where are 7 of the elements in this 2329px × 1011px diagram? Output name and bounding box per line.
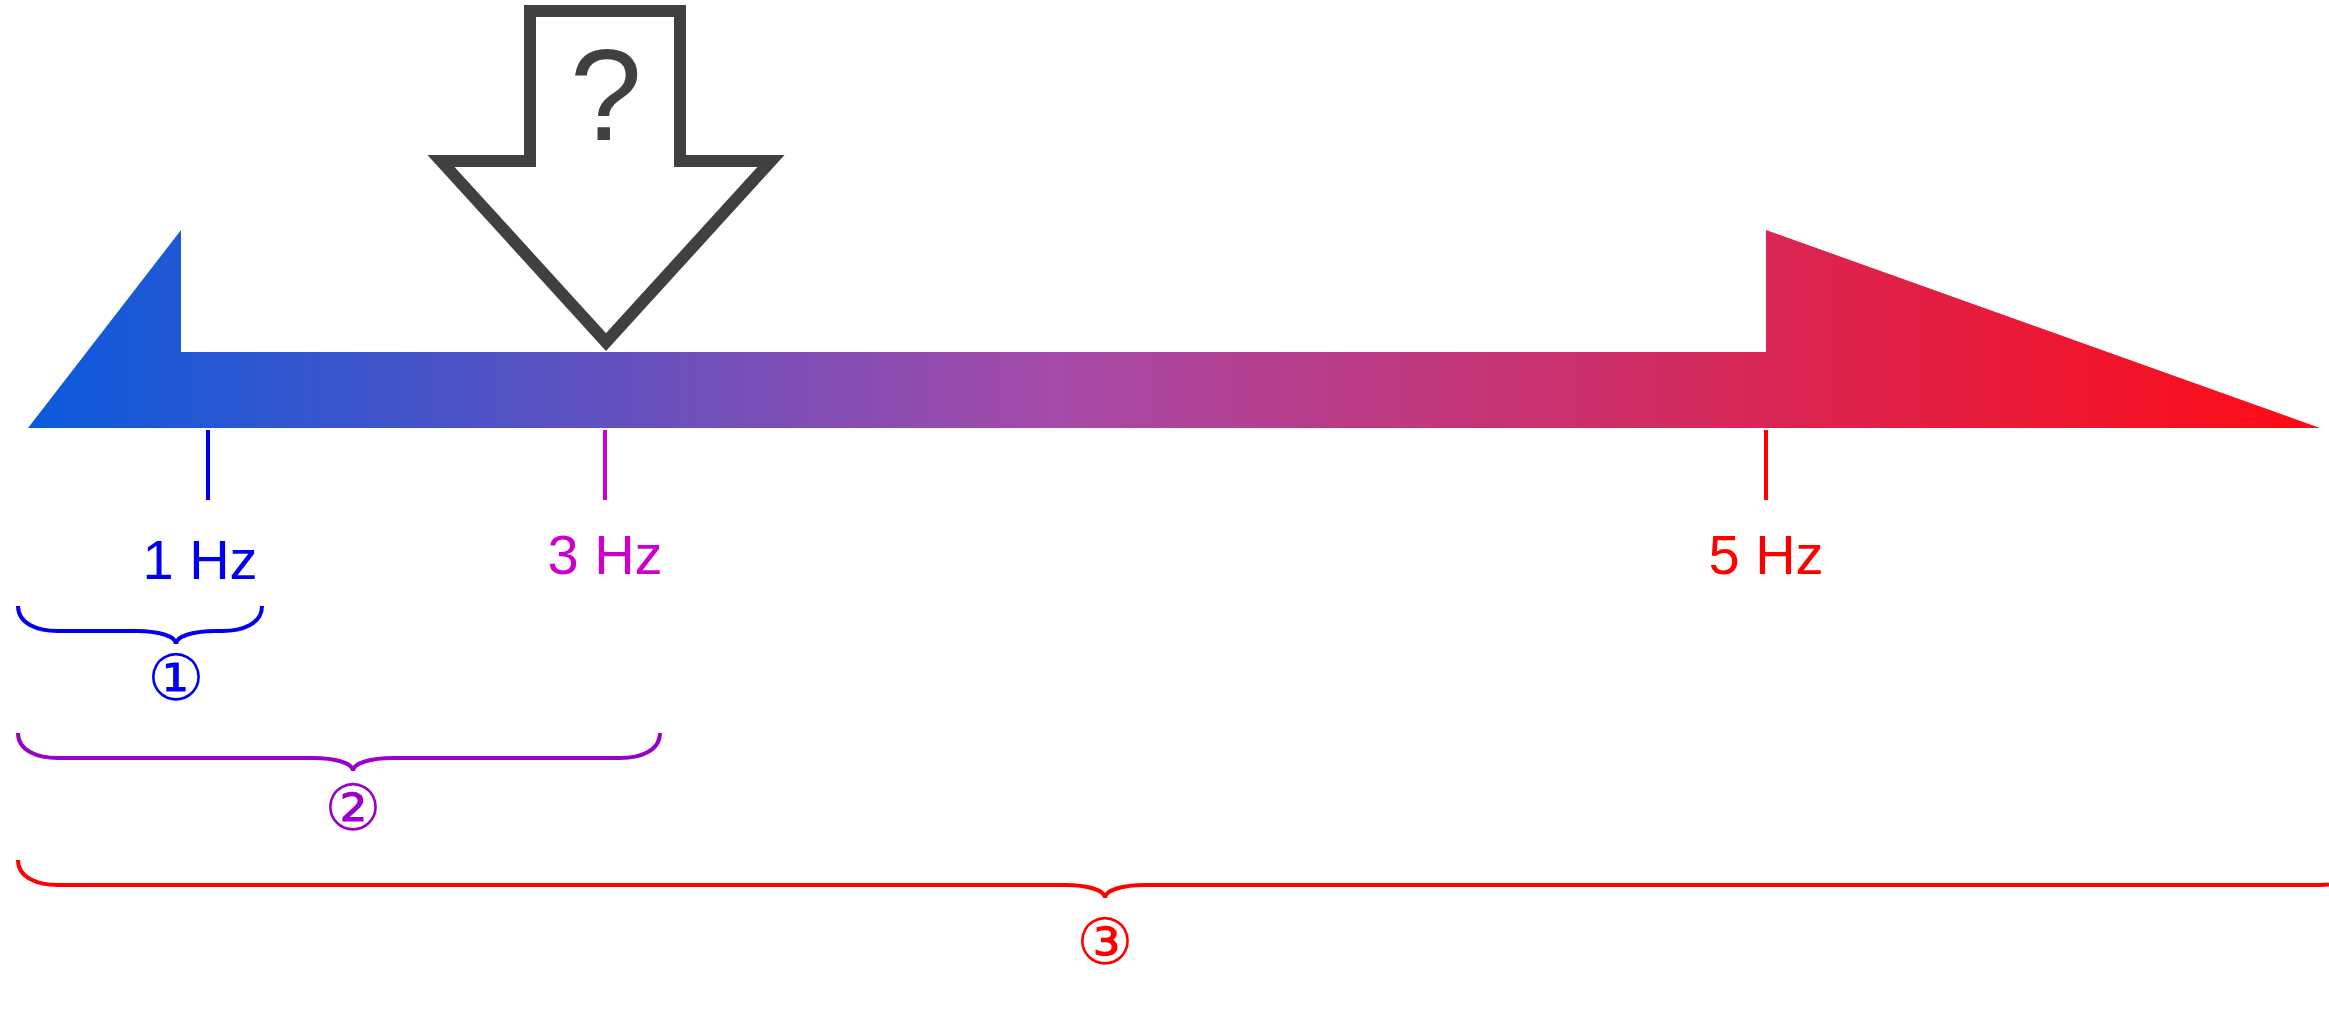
frequency-label: 1 Hz: [142, 532, 258, 588]
circled-number: ①: [147, 646, 205, 710]
frequency-label: 3 Hz: [547, 527, 663, 583]
circled-number: ③: [1076, 910, 1134, 974]
question-mark: ?: [569, 30, 643, 160]
frequency-label: 5 Hz: [1708, 527, 1824, 583]
circled-number: ②: [324, 776, 382, 840]
